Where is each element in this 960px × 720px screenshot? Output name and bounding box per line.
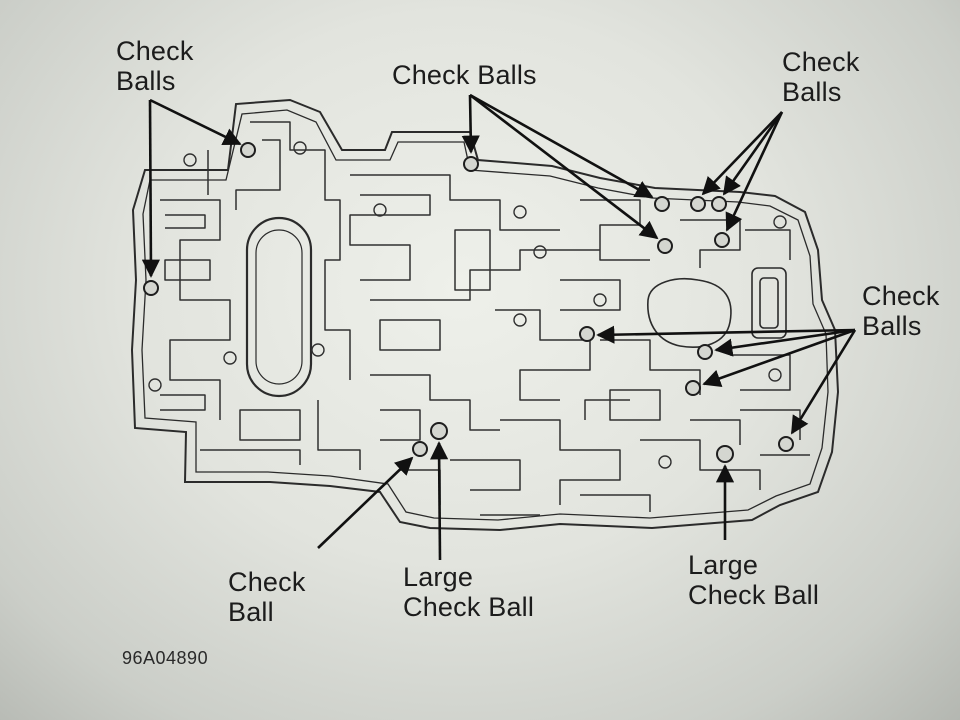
port-holes: [148, 141, 787, 469]
check-balls: [143, 142, 794, 463]
check-ball: [654, 196, 670, 212]
callout-large-check-ball-right: Large Check Ball: [688, 550, 820, 610]
callout-check-ball-bottom-left: Check Ball: [228, 567, 306, 627]
check-ball: [685, 380, 701, 396]
fluid-passages: [160, 121, 810, 516]
center-oval-slot: [245, 216, 313, 398]
callout-check-balls-right: Check Balls: [862, 281, 940, 341]
check-ball: [690, 196, 706, 212]
callout-large-check-ball-center: Large Check Ball: [403, 562, 535, 622]
check-ball: [711, 196, 727, 212]
check-ball: [657, 238, 673, 254]
check-ball: [697, 344, 713, 360]
check-ball: [143, 280, 159, 296]
leader-arrows: [141, 93, 857, 561]
check-ball: [778, 436, 794, 452]
check-ball: [412, 441, 428, 457]
valve-body-plate: [130, 98, 840, 532]
callout-check-balls-top-center: Check Balls: [392, 60, 537, 90]
callout-check-balls-top-left: Check Balls: [116, 36, 194, 96]
check-ball: [579, 326, 595, 342]
check-ball: [714, 232, 730, 248]
large-check-ball: [430, 422, 448, 440]
figure-code: 96A04890: [122, 648, 209, 668]
right-cavity: [647, 267, 787, 348]
large-check-ball: [716, 445, 734, 463]
check-ball: [463, 156, 479, 172]
callout-check-balls-top-right: Check Balls: [782, 47, 860, 107]
check-ball: [240, 142, 256, 158]
